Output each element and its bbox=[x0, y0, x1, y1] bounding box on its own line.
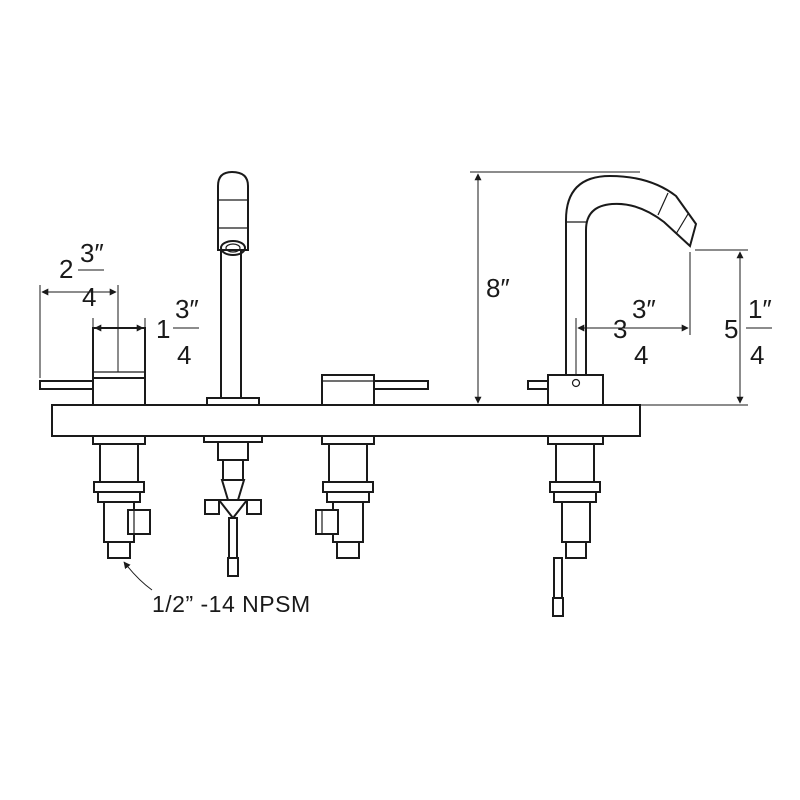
thread-callout: 1/2” -14 NPSM bbox=[123, 561, 311, 617]
dim-total-height-label: 8″ bbox=[486, 273, 510, 303]
center-spout bbox=[206, 170, 260, 406]
dim-spout-reach-numerator: 3″ bbox=[632, 294, 656, 324]
dim-handle-height: 1 3″ 4 bbox=[92, 294, 199, 370]
deck-plate bbox=[51, 404, 641, 437]
dim-spout-height-numerator: 1″ bbox=[748, 294, 772, 324]
side-view-faucet bbox=[527, 174, 698, 406]
right-valve-body bbox=[315, 435, 375, 559]
dim-handle-overall-denominator: 4 bbox=[82, 282, 96, 312]
side-valve-body bbox=[547, 435, 604, 617]
center-supply bbox=[203, 435, 263, 577]
thread-note: 1/2” -14 NPSM bbox=[152, 591, 311, 617]
dim-handle-height-denominator: 4 bbox=[177, 340, 191, 370]
dim-spout-height-whole: 5 bbox=[724, 314, 738, 344]
dim-handle-overall-whole: 2 bbox=[59, 254, 73, 284]
dim-total-height: 8″ bbox=[470, 171, 640, 404]
left-valve-body bbox=[92, 435, 151, 559]
dim-handle-height-numerator: 3″ bbox=[175, 294, 199, 324]
dim-handle-overall-numerator: 3″ bbox=[80, 238, 104, 268]
dim-spout-height: 5 1″ 4 bbox=[640, 249, 772, 406]
dim-spout-reach-denominator: 4 bbox=[634, 340, 648, 370]
left-handle bbox=[39, 327, 146, 406]
right-handle bbox=[321, 374, 429, 406]
dim-spout-reach: 3 3″ 4 bbox=[575, 252, 691, 374]
dim-handle-overall: 2 3″ 4 bbox=[39, 238, 119, 378]
dim-spout-height-denominator: 4 bbox=[750, 340, 764, 370]
dim-handle-height-whole: 1 bbox=[156, 314, 170, 344]
dim-spout-reach-whole: 3 bbox=[613, 314, 627, 344]
